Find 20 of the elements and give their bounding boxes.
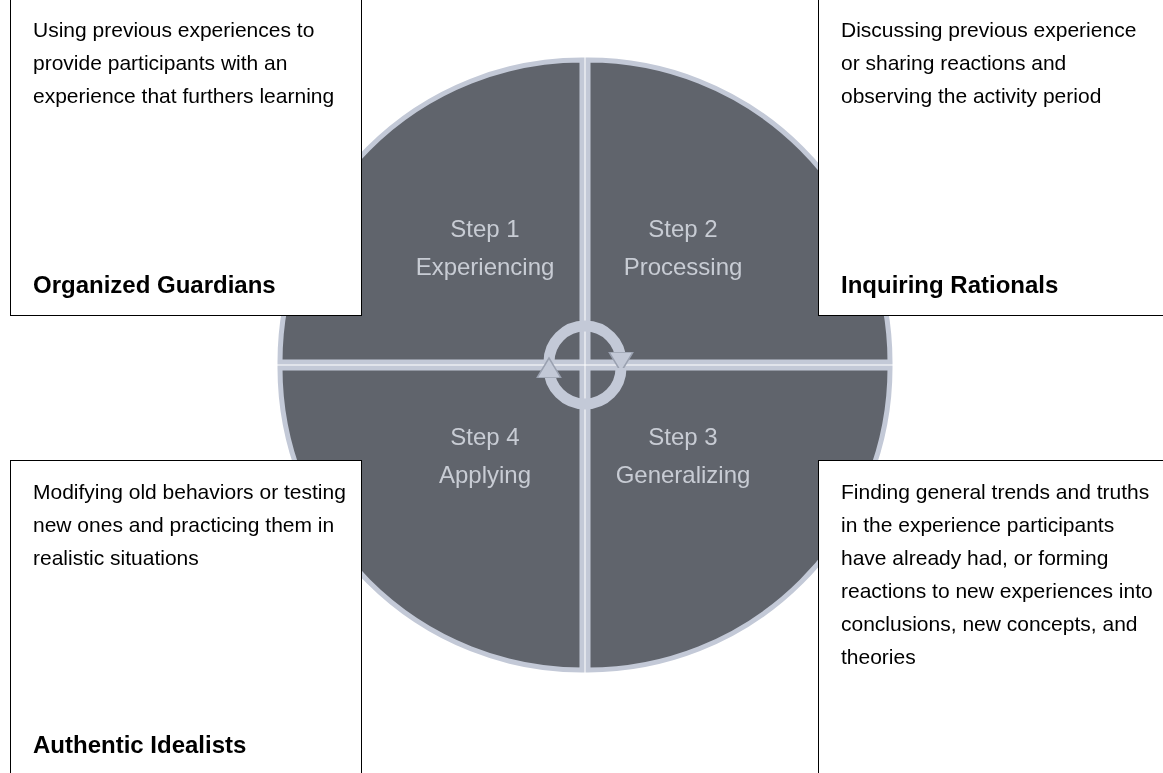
description-text: Modifying old behaviors or testing new ones and practicing them in realistic situations	[33, 479, 347, 571]
description-text: Using previous experiences to provide participants with an experience that furthers learning	[33, 17, 336, 109]
step-number: Step 4	[450, 422, 520, 452]
cycle-arrow	[536, 357, 627, 410]
step-number: Step 2	[648, 214, 718, 244]
type-heading: Organized Guardians	[33, 270, 277, 300]
step-name: Generalizing	[615, 460, 751, 490]
description-box	[10, 0, 362, 316]
type-heading: Inquiring Rationals	[841, 270, 1060, 300]
type-heading: Authentic Idealists	[33, 730, 248, 760]
step-name: Processing	[623, 252, 743, 282]
step-number: Step 1	[450, 214, 520, 244]
description-box	[818, 460, 1163, 773]
step-name: Applying	[438, 460, 532, 490]
description-text: Finding general trends and truths in the experience participants have already had, or forming reactions to new experiences into conclusions, new concepts, and theories	[841, 479, 1154, 670]
description-text: Discussing previous experience or sharing reactions and observing the activity period	[841, 17, 1138, 109]
description-box	[818, 0, 1163, 316]
step-number: Step 3	[648, 422, 718, 452]
description-box	[10, 460, 362, 773]
step-name: Experiencing	[415, 252, 555, 282]
